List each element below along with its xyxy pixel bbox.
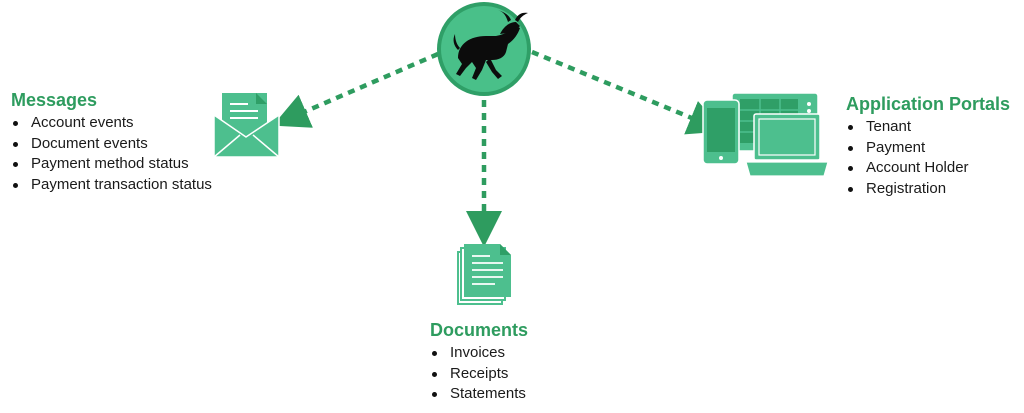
list-item: Account events	[11, 113, 212, 134]
document-stack-icon	[457, 244, 511, 305]
list-item: Invoices	[430, 343, 528, 364]
connector-to-messages	[272, 51, 439, 128]
devices-icon	[702, 92, 829, 177]
messages-list: Account events Document events Payment m…	[11, 113, 212, 195]
portals-list: Tenant Payment Account Holder Registrati…	[846, 117, 1010, 199]
bull-icon	[453, 10, 528, 80]
messages-section: Messages Account events Document events …	[11, 90, 212, 195]
list-item: Account Holder	[846, 158, 1010, 179]
documents-list: Invoices Receipts Statements	[430, 343, 528, 405]
portals-section: Application Portals Tenant Payment Accou…	[846, 94, 1010, 199]
list-item: Registration	[846, 179, 1010, 200]
hub	[437, 2, 531, 96]
connectors	[272, 49, 725, 247]
connector-to-portals	[531, 49, 725, 135]
portals-title: Application Portals	[846, 94, 1011, 114]
list-item: Document events	[11, 134, 212, 155]
list-item: Tenant	[846, 117, 1010, 138]
list-item: Receipts	[430, 364, 528, 385]
list-item: Payment transaction status	[11, 175, 212, 196]
documents-section: Documents Invoices Receipts Statements	[430, 320, 528, 405]
list-item: Payment	[846, 138, 1010, 159]
list-item: Payment method status	[11, 154, 212, 175]
envelope-icon	[213, 93, 280, 158]
documents-title: Documents	[430, 320, 529, 340]
list-item: Statements	[430, 384, 528, 405]
messages-title: Messages	[11, 90, 98, 110]
